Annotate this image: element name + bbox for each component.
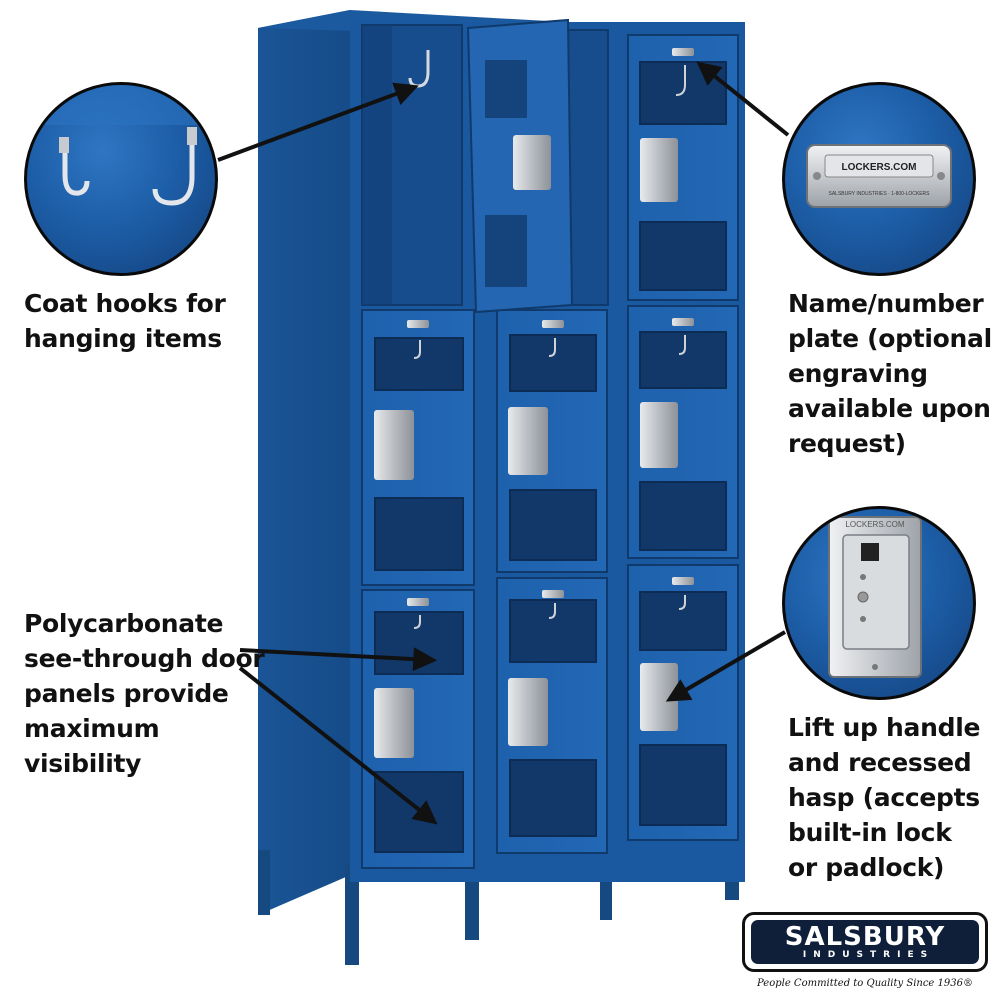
- callout-line: hasp (accepts: [788, 783, 980, 812]
- plate-brand-text: LOCKERS.COM: [842, 162, 917, 173]
- coat-hook-icon: [27, 85, 215, 206]
- callout-line: panels provide: [24, 679, 229, 708]
- callout-line: request): [788, 429, 906, 458]
- arrow-handle: [665, 630, 787, 702]
- coat-hooks-closeup: [24, 82, 218, 276]
- callout-name-plate: Name/number plate (optional engraving av…: [788, 286, 992, 461]
- recessed-handle-icon: LOCKERS.COM: [828, 516, 922, 678]
- callout-line: available upon: [788, 394, 991, 423]
- callout-line: see-through door: [24, 644, 265, 673]
- callout-line: Name/number: [788, 289, 984, 318]
- logo-tagline: People Committed to Quality Since 1936®: [757, 978, 973, 989]
- callout-handle: Lift up handle and recessed hasp (accept…: [788, 710, 980, 885]
- callout-line: hanging items: [24, 324, 222, 353]
- arrow-poly-lower: [238, 666, 438, 825]
- see-through-panels: [374, 61, 727, 853]
- recessed-handles: [374, 138, 678, 758]
- name-plate-closeup: LOCKERS.COM SALSBURY INDUSTRIES · 1-800-…: [782, 82, 976, 276]
- arrow-poly-upper: [239, 647, 438, 672]
- logo-subtitle: INDUSTRIES: [802, 949, 935, 960]
- callout-coat-hooks: Coat hooks for hanging items: [24, 286, 226, 356]
- callout-line: Lift up handle: [788, 713, 981, 742]
- callout-line: or padlock): [788, 853, 945, 882]
- callout-line: plate (optional: [788, 324, 992, 353]
- handle-plate-text: LOCKERS.COM: [845, 520, 904, 529]
- coat-hooks: [413, 65, 686, 629]
- pointer-arrows: [217, 61, 790, 825]
- arrow-name-plate: [696, 61, 790, 137]
- plate-fine-print: SALSBURY INDUSTRIES · 1-800-LOCKERS: [829, 191, 931, 197]
- callout-line: Coat hooks for: [24, 289, 226, 318]
- callout-line: and recessed: [788, 748, 972, 777]
- logo-badge: SALSBURY INDUSTRIES: [751, 920, 979, 964]
- arrow-coat-hooks: [217, 82, 419, 162]
- number-plates: [407, 48, 694, 606]
- callout-line: engraving: [788, 359, 928, 388]
- callout-line: maximum: [24, 714, 160, 743]
- callout-line: visibility: [24, 749, 142, 778]
- name-plate-icon: LOCKERS.COM SALSBURY INDUSTRIES · 1-800-…: [806, 144, 952, 208]
- callout-line: Polycarbonate: [24, 609, 224, 638]
- handle-closeup: LOCKERS.COM: [782, 506, 976, 700]
- logo-name: SALSBURY: [784, 921, 946, 952]
- salsbury-logo: SALSBURY INDUSTRIES: [742, 912, 988, 972]
- callout-polycarbonate: Polycarbonate see-through door panels pr…: [24, 606, 265, 781]
- callout-line: built-in lock: [788, 818, 952, 847]
